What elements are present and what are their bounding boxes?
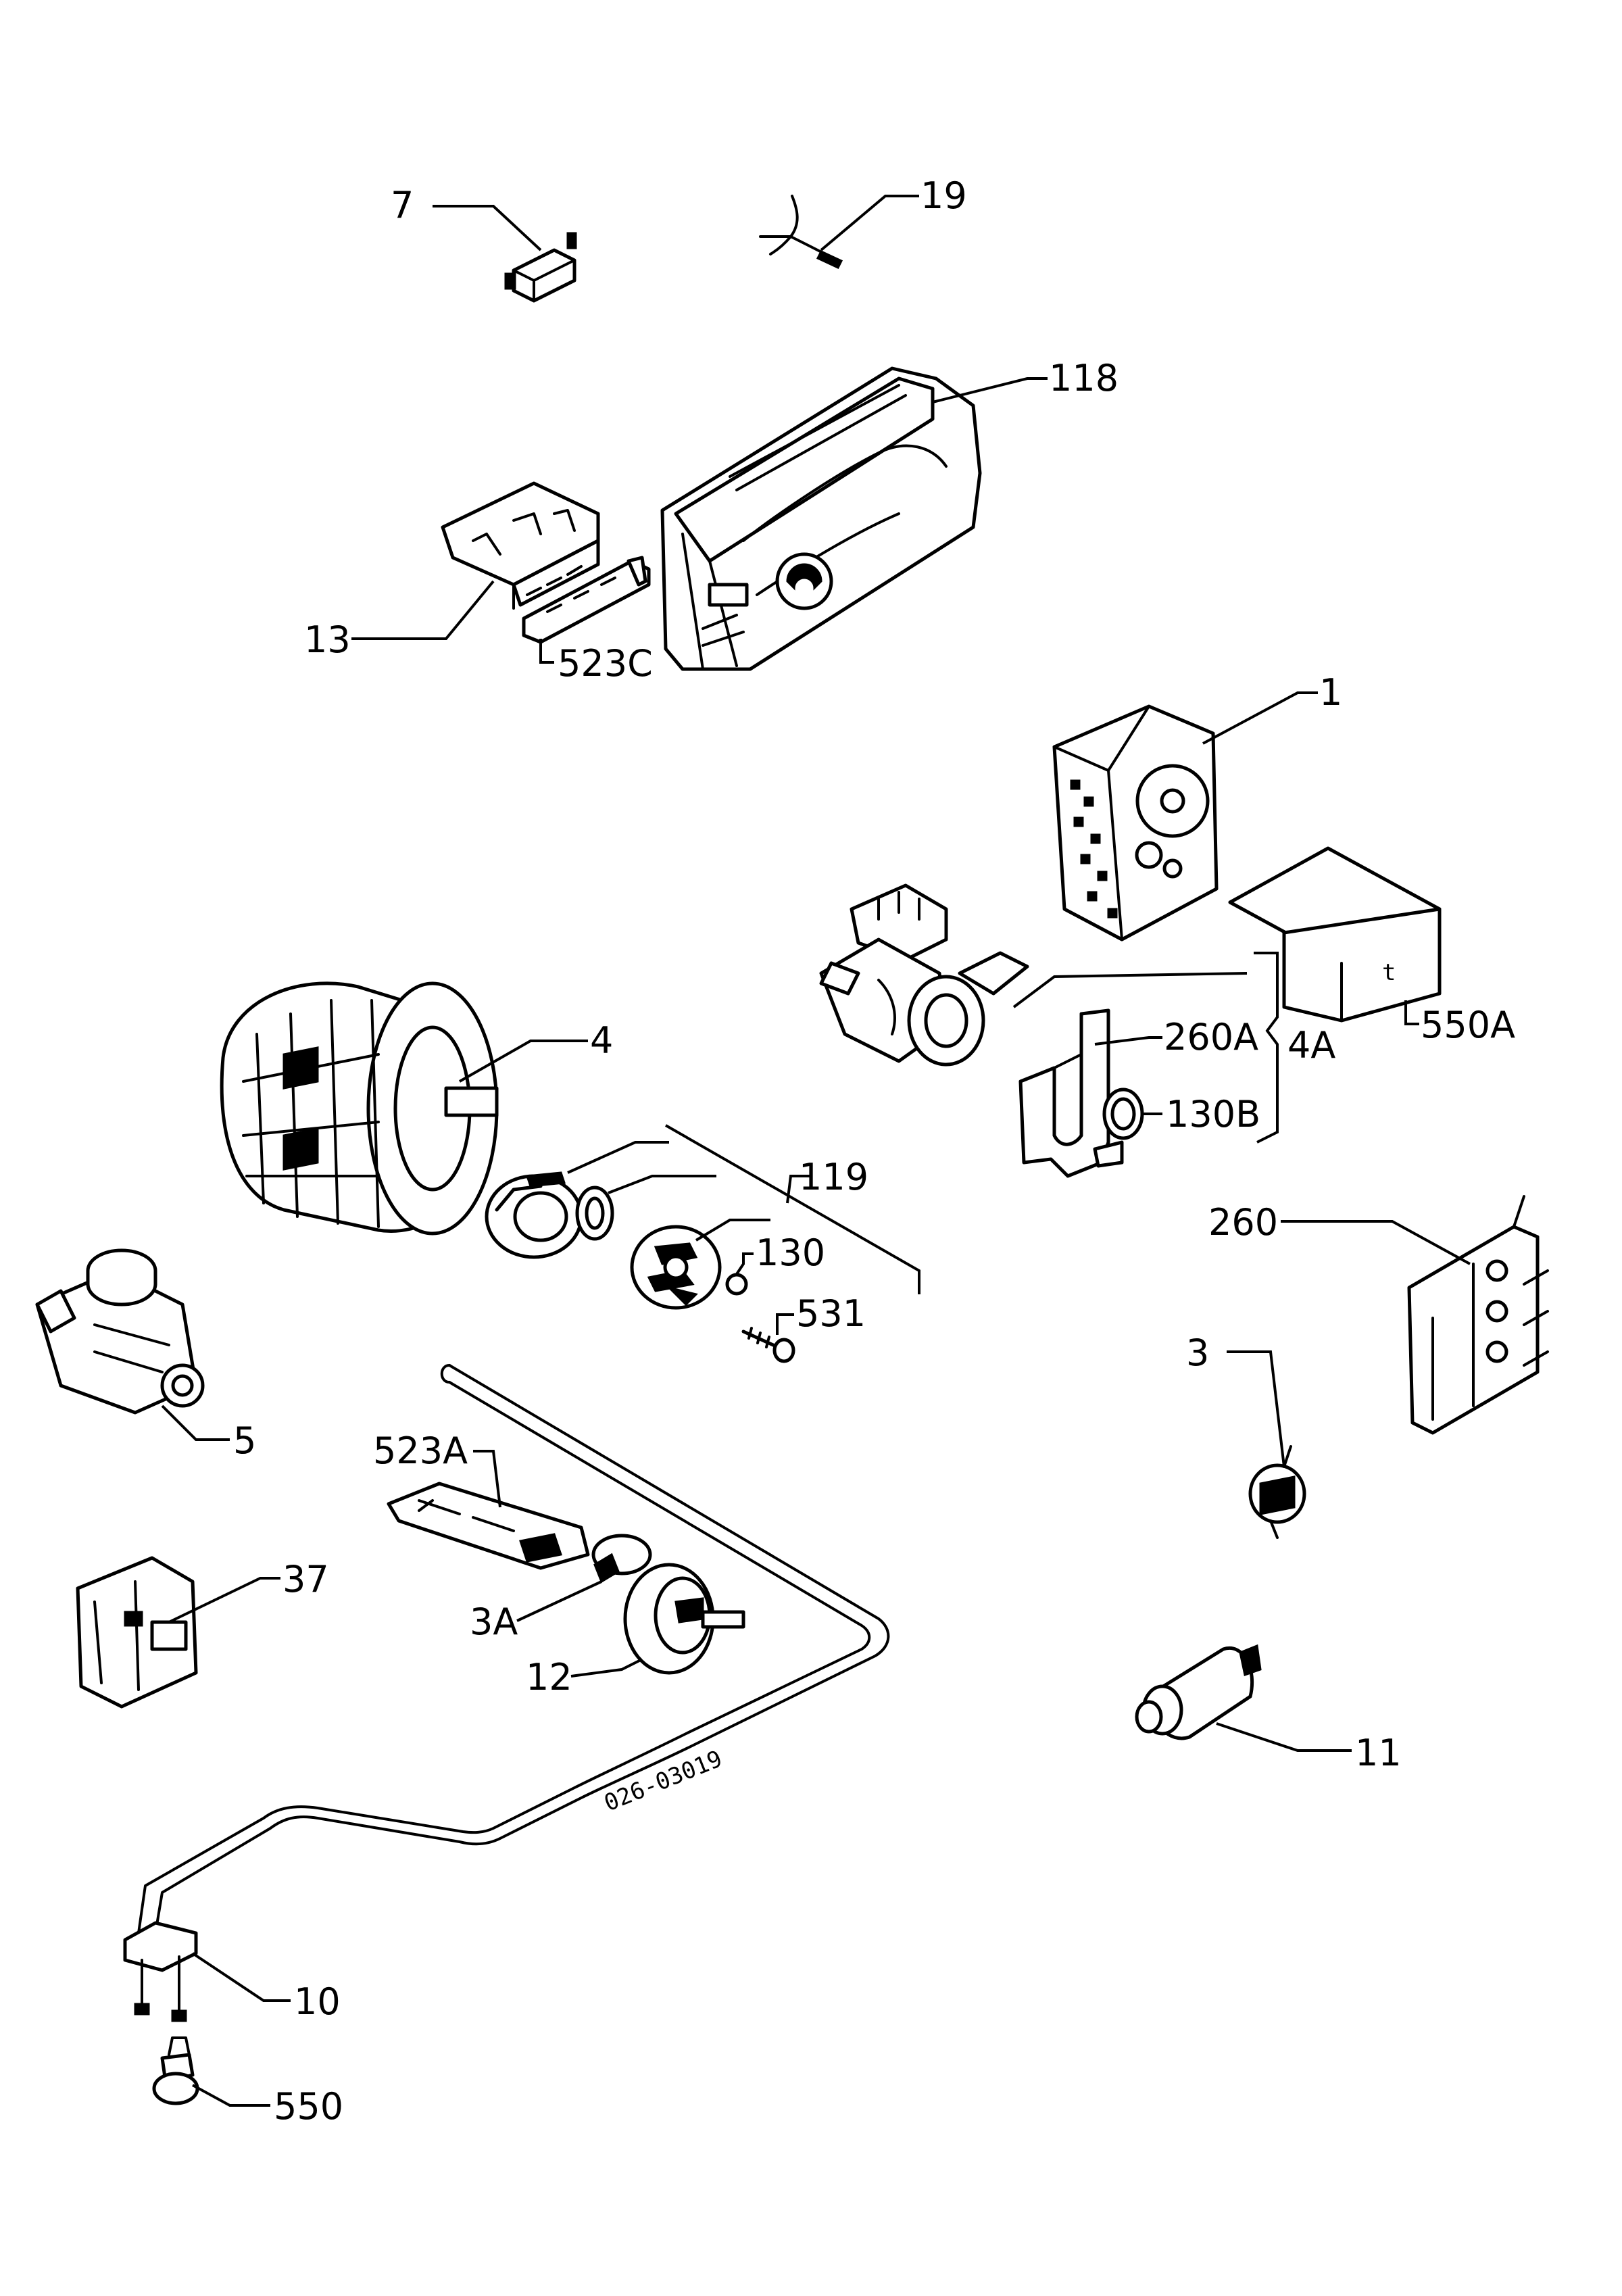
part-523C-bracket bbox=[522, 556, 651, 644]
label-13: 13 bbox=[304, 618, 351, 661]
part-4A-valve bbox=[819, 883, 1029, 1067]
part-118-dispenser bbox=[660, 366, 982, 671]
label-130: 130 bbox=[756, 1231, 825, 1274]
part-550A-box: t bbox=[1228, 846, 1442, 1023]
part-10-heating-element bbox=[123, 1364, 890, 2022]
part-4-motor bbox=[220, 981, 499, 1236]
svg-text:t: t bbox=[1382, 959, 1396, 986]
part-260A-bracket bbox=[1018, 1008, 1124, 1178]
part-12-pressure-switch bbox=[623, 1563, 745, 1675]
label-19: 19 bbox=[920, 174, 967, 217]
label-260A: 260A bbox=[1164, 1016, 1258, 1058]
part-7-switch bbox=[504, 232, 577, 303]
part-550-plug bbox=[152, 2036, 199, 2105]
label-4: 4 bbox=[590, 1019, 613, 1062]
label-523A: 523A bbox=[373, 1430, 468, 1472]
label-119: 119 bbox=[799, 1156, 868, 1198]
label-523C: 523C bbox=[558, 642, 653, 685]
leader-lines bbox=[161, 195, 1471, 2107]
label-3: 3 bbox=[1186, 1332, 1209, 1374]
label-1: 1 bbox=[1319, 671, 1342, 714]
part-130B-ring bbox=[1102, 1088, 1144, 1140]
label-260: 260 bbox=[1208, 1201, 1278, 1244]
label-130B: 130B bbox=[1166, 1093, 1260, 1135]
part-119-pump-parts bbox=[485, 1171, 614, 1259]
label-3A: 3A bbox=[470, 1601, 518, 1643]
label-550A: 550A bbox=[1421, 1004, 1515, 1046]
label-37: 37 bbox=[282, 1558, 329, 1601]
part-13-switch-block bbox=[441, 481, 600, 610]
part-3-thermostat bbox=[1248, 1445, 1306, 1539]
part-3A-sensor bbox=[591, 1534, 652, 1584]
impeller bbox=[630, 1225, 748, 1310]
label-7: 7 bbox=[391, 184, 414, 226]
part-1-timer bbox=[1052, 704, 1219, 942]
part-labels: 7 19 118 13 523C 1 550A 260A 4A 130B 4 1… bbox=[233, 174, 1515, 2128]
label-10: 10 bbox=[294, 1980, 341, 2023]
part-260-bracket bbox=[1407, 1195, 1549, 1435]
label-531: 531 bbox=[796, 1292, 866, 1335]
label-550: 550 bbox=[274, 2085, 343, 2128]
part-5-valve bbox=[35, 1248, 205, 1415]
part-19-wire-clip bbox=[759, 195, 843, 269]
label-11: 11 bbox=[1355, 1732, 1402, 1774]
part-531-screw bbox=[741, 1327, 795, 1363]
label-118: 118 bbox=[1049, 357, 1119, 399]
part-11-capacitor bbox=[1135, 1644, 1262, 1740]
label-4A: 4A bbox=[1287, 1024, 1335, 1067]
part-37-connector bbox=[76, 1556, 198, 1709]
label-5: 5 bbox=[233, 1419, 256, 1462]
label-12: 12 bbox=[526, 1656, 572, 1699]
part-523A-bracket bbox=[387, 1482, 590, 1570]
